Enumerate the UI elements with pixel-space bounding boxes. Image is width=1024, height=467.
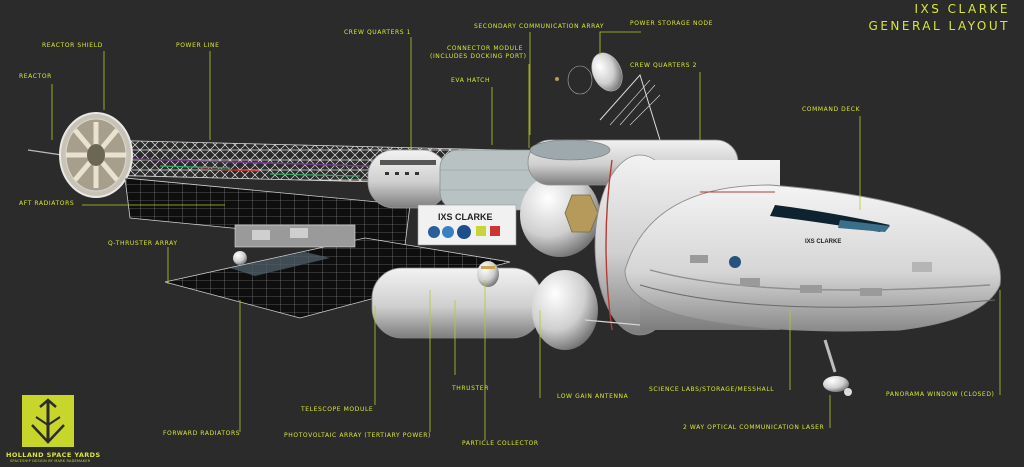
title-line-1: IXS CLARKE (914, 2, 1010, 16)
particle-collector-unit (477, 261, 499, 287)
optical-comm-laser (823, 339, 852, 396)
label-power-line: POWER LINE (176, 42, 220, 49)
label-science-labs: SCIENCE LABS/STORAGE/MESSHALL (649, 386, 775, 393)
label-aft-radiators: AFT RADIATORS (19, 200, 75, 207)
label-panorama-window: PANORAMA WINDOW (CLOSED) (886, 391, 995, 398)
label-power-storage-node: POWER STORAGE NODE (630, 20, 714, 27)
label-secondary-comm-array: SECONDARY COMMUNICATION ARRAY (474, 23, 605, 30)
label-q-thruster-array: Q-THRUSTER ARRAY (108, 240, 178, 247)
logo-credit: SPACESHIP DESIGN BY MARK RADEMAKER (10, 459, 91, 463)
connector-module (439, 149, 551, 211)
title-line-2: GENERAL LAYOUT (868, 19, 1010, 33)
forward-radiator-panels (164, 237, 511, 319)
crew-quarters-1-module (367, 149, 449, 209)
label-thruster: THRUSTER (452, 385, 489, 392)
label-particle-collector: PARTICLE COLLECTOR (462, 440, 539, 447)
leader-lines (51, 31, 1001, 440)
power-storage-sphere (520, 173, 600, 257)
label-eva-hatch: EVA HATCH (451, 77, 491, 84)
label-photovoltaic-array: PHOTOVOLTAIC ARRAY (TERTIARY POWER) (284, 432, 431, 439)
hex-hatch (564, 194, 599, 233)
label-reactor-shield: REACTOR SHIELD (42, 42, 103, 49)
hull-nameplate: IXS CLARKE (417, 204, 517, 246)
saucer-name-text: IXS CLARKE (805, 239, 841, 245)
logo-emblem-icon (31, 398, 65, 444)
label-crew-quarters-1: CREW QUARTERS 1 (344, 29, 412, 36)
label-optical-comm-laser: 2 WAY OPTICAL COMMUNICATION LASER (683, 424, 825, 431)
logo-name: HOLLAND SPACE YARDS (6, 451, 101, 459)
hull-name-text: IXS CLARKE (438, 212, 493, 222)
label-connector-module-note: (INCLUDES DOCKING PORT) (430, 53, 527, 60)
reactor-disc (27, 112, 133, 198)
telescope-module (371, 267, 598, 350)
low-gain-antenna-rod (584, 319, 641, 326)
photovoltaic-array (230, 252, 330, 276)
label-reactor: REACTOR (19, 73, 52, 80)
label-low-gain-antenna: LOW GAIN ANTENNA (557, 393, 629, 400)
q-thruster-array (233, 224, 356, 265)
label-forward-radiators: FORWARD RADIATORS (163, 430, 241, 437)
label-connector-module: CONNECTOR MODULE (447, 45, 523, 52)
label-command-deck: COMMAND DECK (802, 106, 861, 113)
holland-space-yards-logo (22, 395, 74, 447)
label-crew-quarters-2: CREW QUARTERS 2 (630, 62, 698, 69)
label-telescope-module: TELESCOPE MODULE (301, 406, 374, 413)
secondary-comm-array (555, 52, 661, 141)
command-deck-saucer: IXS CLARKE (624, 184, 1002, 332)
